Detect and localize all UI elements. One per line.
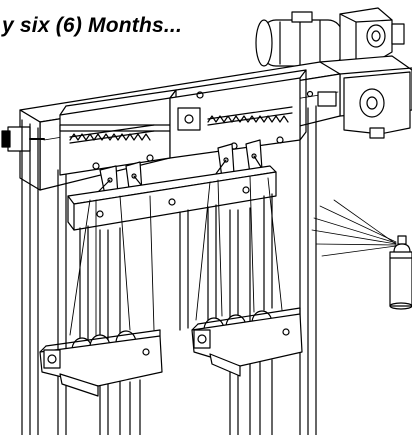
right-spring-assembly: [170, 70, 306, 182]
gear-motor-icon: [256, 8, 412, 138]
left-carriage: [40, 330, 162, 396]
lower-mast: [130, 360, 272, 435]
left-spring-assembly: [60, 90, 176, 200]
right-carriage: [192, 308, 302, 376]
guide-tubes: [80, 194, 272, 435]
spray-can-icon: [390, 236, 412, 309]
middle-crossbar: [68, 166, 276, 230]
section-heading: y six (6) Months...: [2, 14, 182, 37]
side-rails: [22, 106, 316, 435]
spray-mist-icon: [312, 200, 396, 256]
lift-cables: [70, 176, 282, 335]
